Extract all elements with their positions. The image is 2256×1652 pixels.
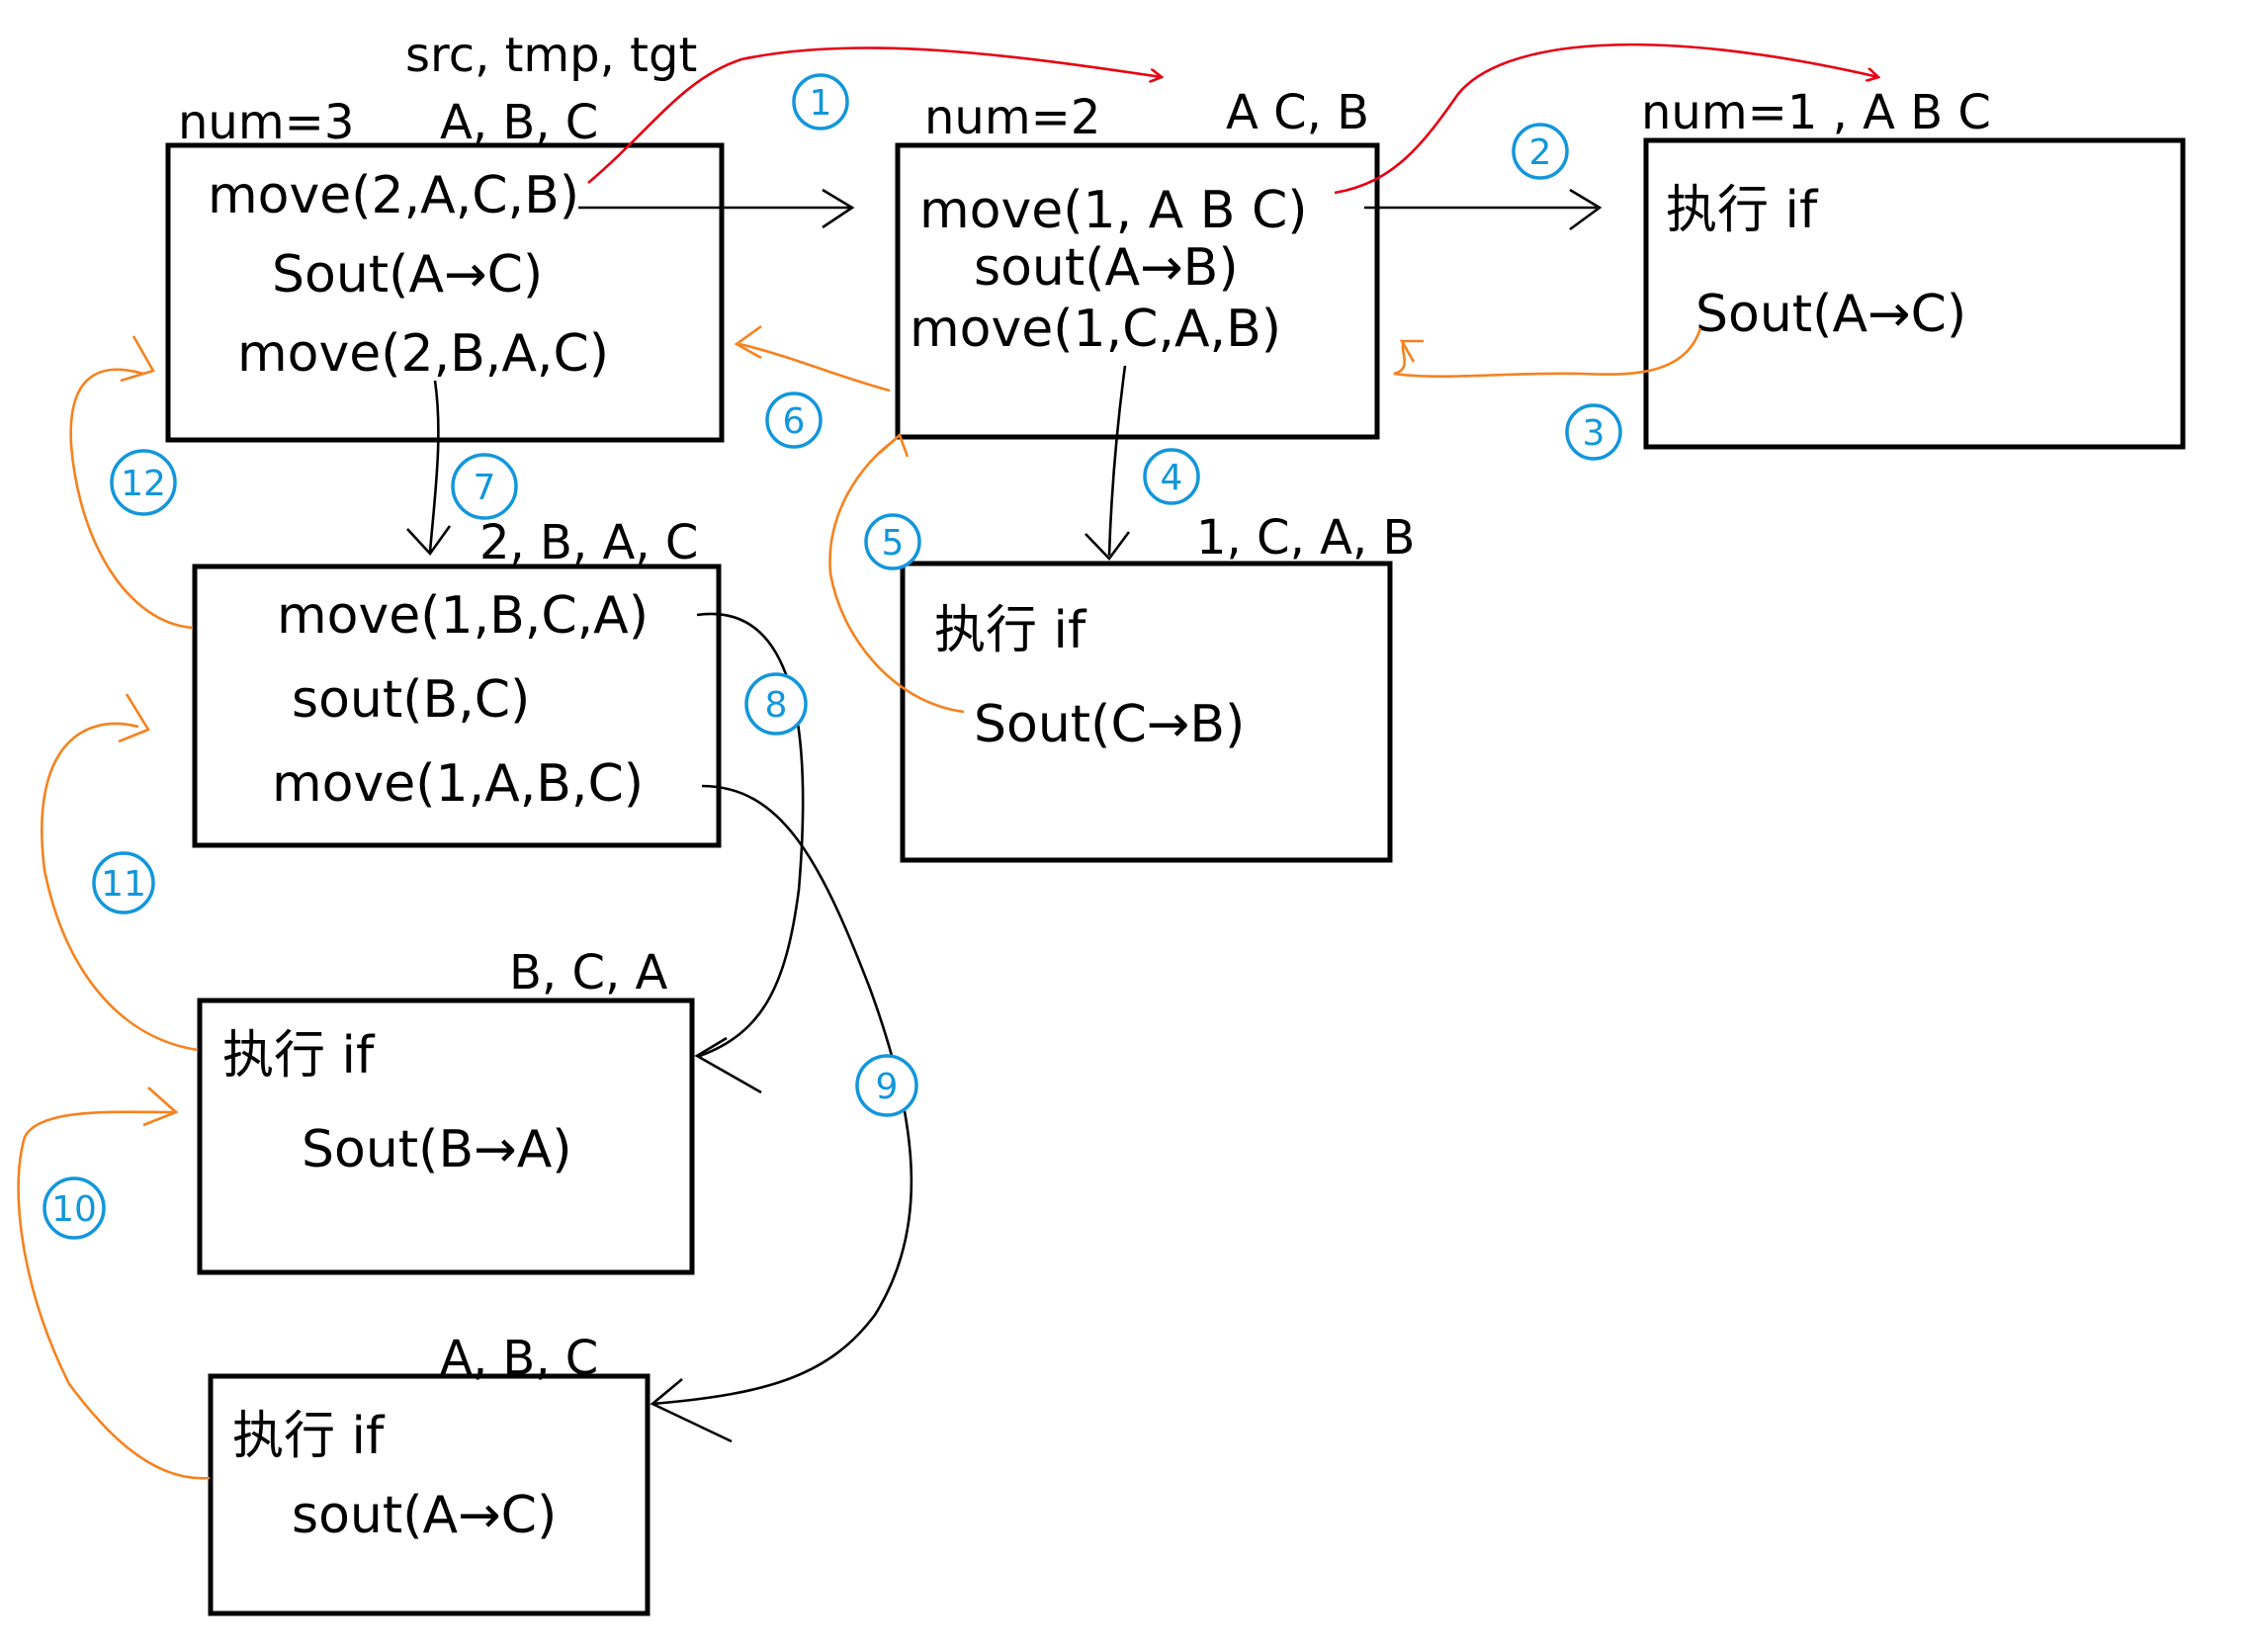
step-9-badge: 9 <box>855 1054 918 1117</box>
step-4-badge: 4 <box>1143 448 1200 505</box>
b7-label: 2, B, A, C <box>479 515 698 570</box>
call-arrow-1-5 <box>406 380 452 557</box>
box4-line1: 执行 if <box>934 601 1087 660</box>
num3-label: num=3 <box>178 95 354 150</box>
step-11-badge: 11 <box>92 851 155 914</box>
step-7-badge: 7 <box>451 453 518 520</box>
box2-line1: move(1, A B C) <box>919 181 1308 240</box>
params-label: src, tmp, tgt <box>405 28 697 83</box>
call-arrow-2-4 <box>1085 365 1131 562</box>
orange-return-12 <box>69 335 194 630</box>
box6-line2: Sout(B→A) <box>302 1120 572 1179</box>
step-1-badge: 1 <box>792 73 849 130</box>
num2-label: num=2 <box>924 90 1100 145</box>
b8-label: B, C, A <box>509 945 667 1000</box>
box-6: 执行 if Sout(B→A) <box>197 998 695 1275</box>
box1-line2: Sout(A→C) <box>272 245 543 304</box>
svg-text:10: 10 <box>51 1189 97 1230</box>
call-arrow-5-7 <box>650 784 913 1443</box>
box6-line1: 执行 if <box>222 1026 376 1086</box>
red-call-1 <box>587 46 1162 184</box>
box3-line1: 执行 if <box>1666 181 1819 240</box>
step-5-badge: 5 <box>864 513 921 570</box>
svg-text:3: 3 <box>1583 413 1605 454</box>
b4-label: 1, C, A, B <box>1196 510 1415 565</box>
box5-line2: sout(B,C) <box>292 670 530 730</box>
svg-text:1: 1 <box>810 83 832 124</box>
box-2: move(1, A B C) sout(A→B) move(1,C,A,B) <box>895 142 1380 440</box>
box-5: move(1,B,C,A) sout(B,C) move(1,A,B,C) <box>192 564 722 848</box>
box3-line2: Sout(A→C) <box>1695 285 1966 344</box>
red-call-2 <box>1334 43 1878 195</box>
box7-line1: 执行 if <box>232 1407 386 1466</box>
box5-line1: move(1,B,C,A) <box>277 586 649 646</box>
call-arrow-1-2 <box>578 188 855 229</box>
step-8-badge: 8 <box>744 672 808 736</box>
box1-line3: move(2,B,A,C) <box>237 324 609 384</box>
num1-label: num=1 , A B C <box>1641 85 1991 140</box>
svg-text:4: 4 <box>1161 458 1183 498</box>
svg-text:11: 11 <box>101 864 146 905</box>
box1-line1: move(2,A,C,B) <box>208 166 579 225</box>
box2-line2: sout(A→B) <box>974 238 1239 298</box>
orange-return-10 <box>17 1087 211 1480</box>
box-7: 执行 if sout(A→C) <box>208 1373 651 1616</box>
svg-text:7: 7 <box>474 468 496 508</box>
box-3: 执行 if Sout(A→C) <box>1643 137 2186 450</box>
orange-return-3 <box>1393 327 1702 379</box>
step-6-badge: 6 <box>765 391 823 449</box>
step-12-badge: 12 <box>110 449 177 516</box>
step-3-badge: 3 <box>1565 403 1622 461</box>
svg-text:6: 6 <box>783 401 806 442</box>
orange-return-11 <box>41 693 199 1052</box>
box7-line2: sout(A→C) <box>292 1486 557 1545</box>
svg-text:8: 8 <box>765 685 788 726</box>
svg-text:5: 5 <box>882 523 905 564</box>
step-2-badge: 2 <box>1512 123 1569 180</box>
svg-text:12: 12 <box>121 464 166 504</box>
box-1: move(2,A,C,B) Sout(A→C) move(2,B,A,C) <box>165 142 725 443</box>
acb-label-top: A C, B <box>1226 85 1369 140</box>
call-arrow-2-3 <box>1364 188 1603 231</box>
svg-text:2: 2 <box>1529 132 1552 173</box>
step-10-badge: 10 <box>43 1176 106 1240</box>
box-4: 执行 if Sout(C→B) <box>900 561 1393 863</box>
box2-line3: move(1,C,A,B) <box>910 300 1281 359</box>
box5-line3: move(1,A,B,C) <box>272 754 644 814</box>
orange-return-5 <box>828 432 965 714</box>
box4-line2: Sout(C→B) <box>974 695 1245 754</box>
abc-label-top: A, B, C <box>440 95 598 150</box>
orange-return-6 <box>734 324 891 392</box>
svg-text:9: 9 <box>876 1067 899 1107</box>
